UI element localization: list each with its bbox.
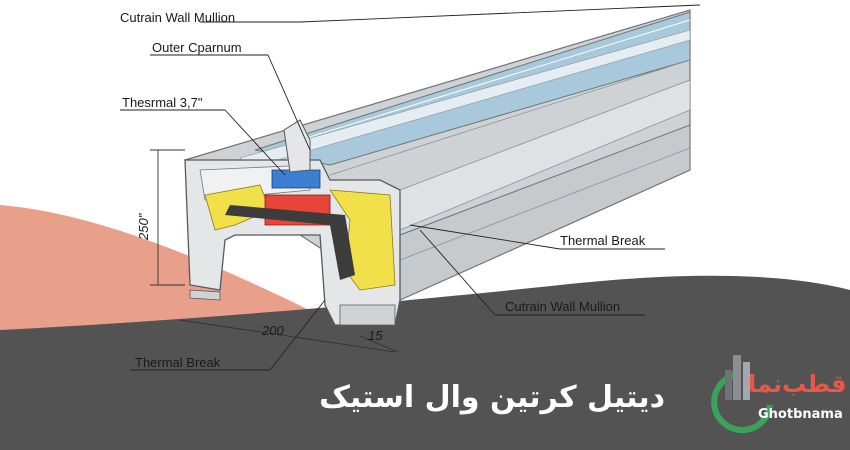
mullion-profile [183, 9, 691, 326]
leader-lines [120, 4, 701, 371]
label-outer-cparnum: Outer Cparnum [152, 40, 242, 55]
label-cw-mullion-top: Cutrain Wall Mullion [120, 10, 235, 25]
dim-height: 250" [136, 212, 151, 241]
logo-latin: Ghotbnama [758, 407, 843, 422]
dark-band [0, 275, 850, 450]
label-cw-mullion-right: Cutrain Wall Mullion [505, 299, 620, 314]
dim-small: 15 [368, 328, 383, 343]
dim-width: 200 [261, 323, 284, 338]
label-thermal-break-bottom: Thermal Break [135, 355, 221, 370]
logo-icon [711, 355, 773, 434]
label-thermal-37: Thesrmal 3,7" [122, 95, 203, 110]
dimension-lines [150, 149, 399, 353]
caption-title: دیتیل کرتین وال استیک [319, 380, 665, 415]
logo-name: قطب‌نما [748, 370, 847, 398]
label-thermal-break-right: Thermal Break [560, 233, 646, 248]
